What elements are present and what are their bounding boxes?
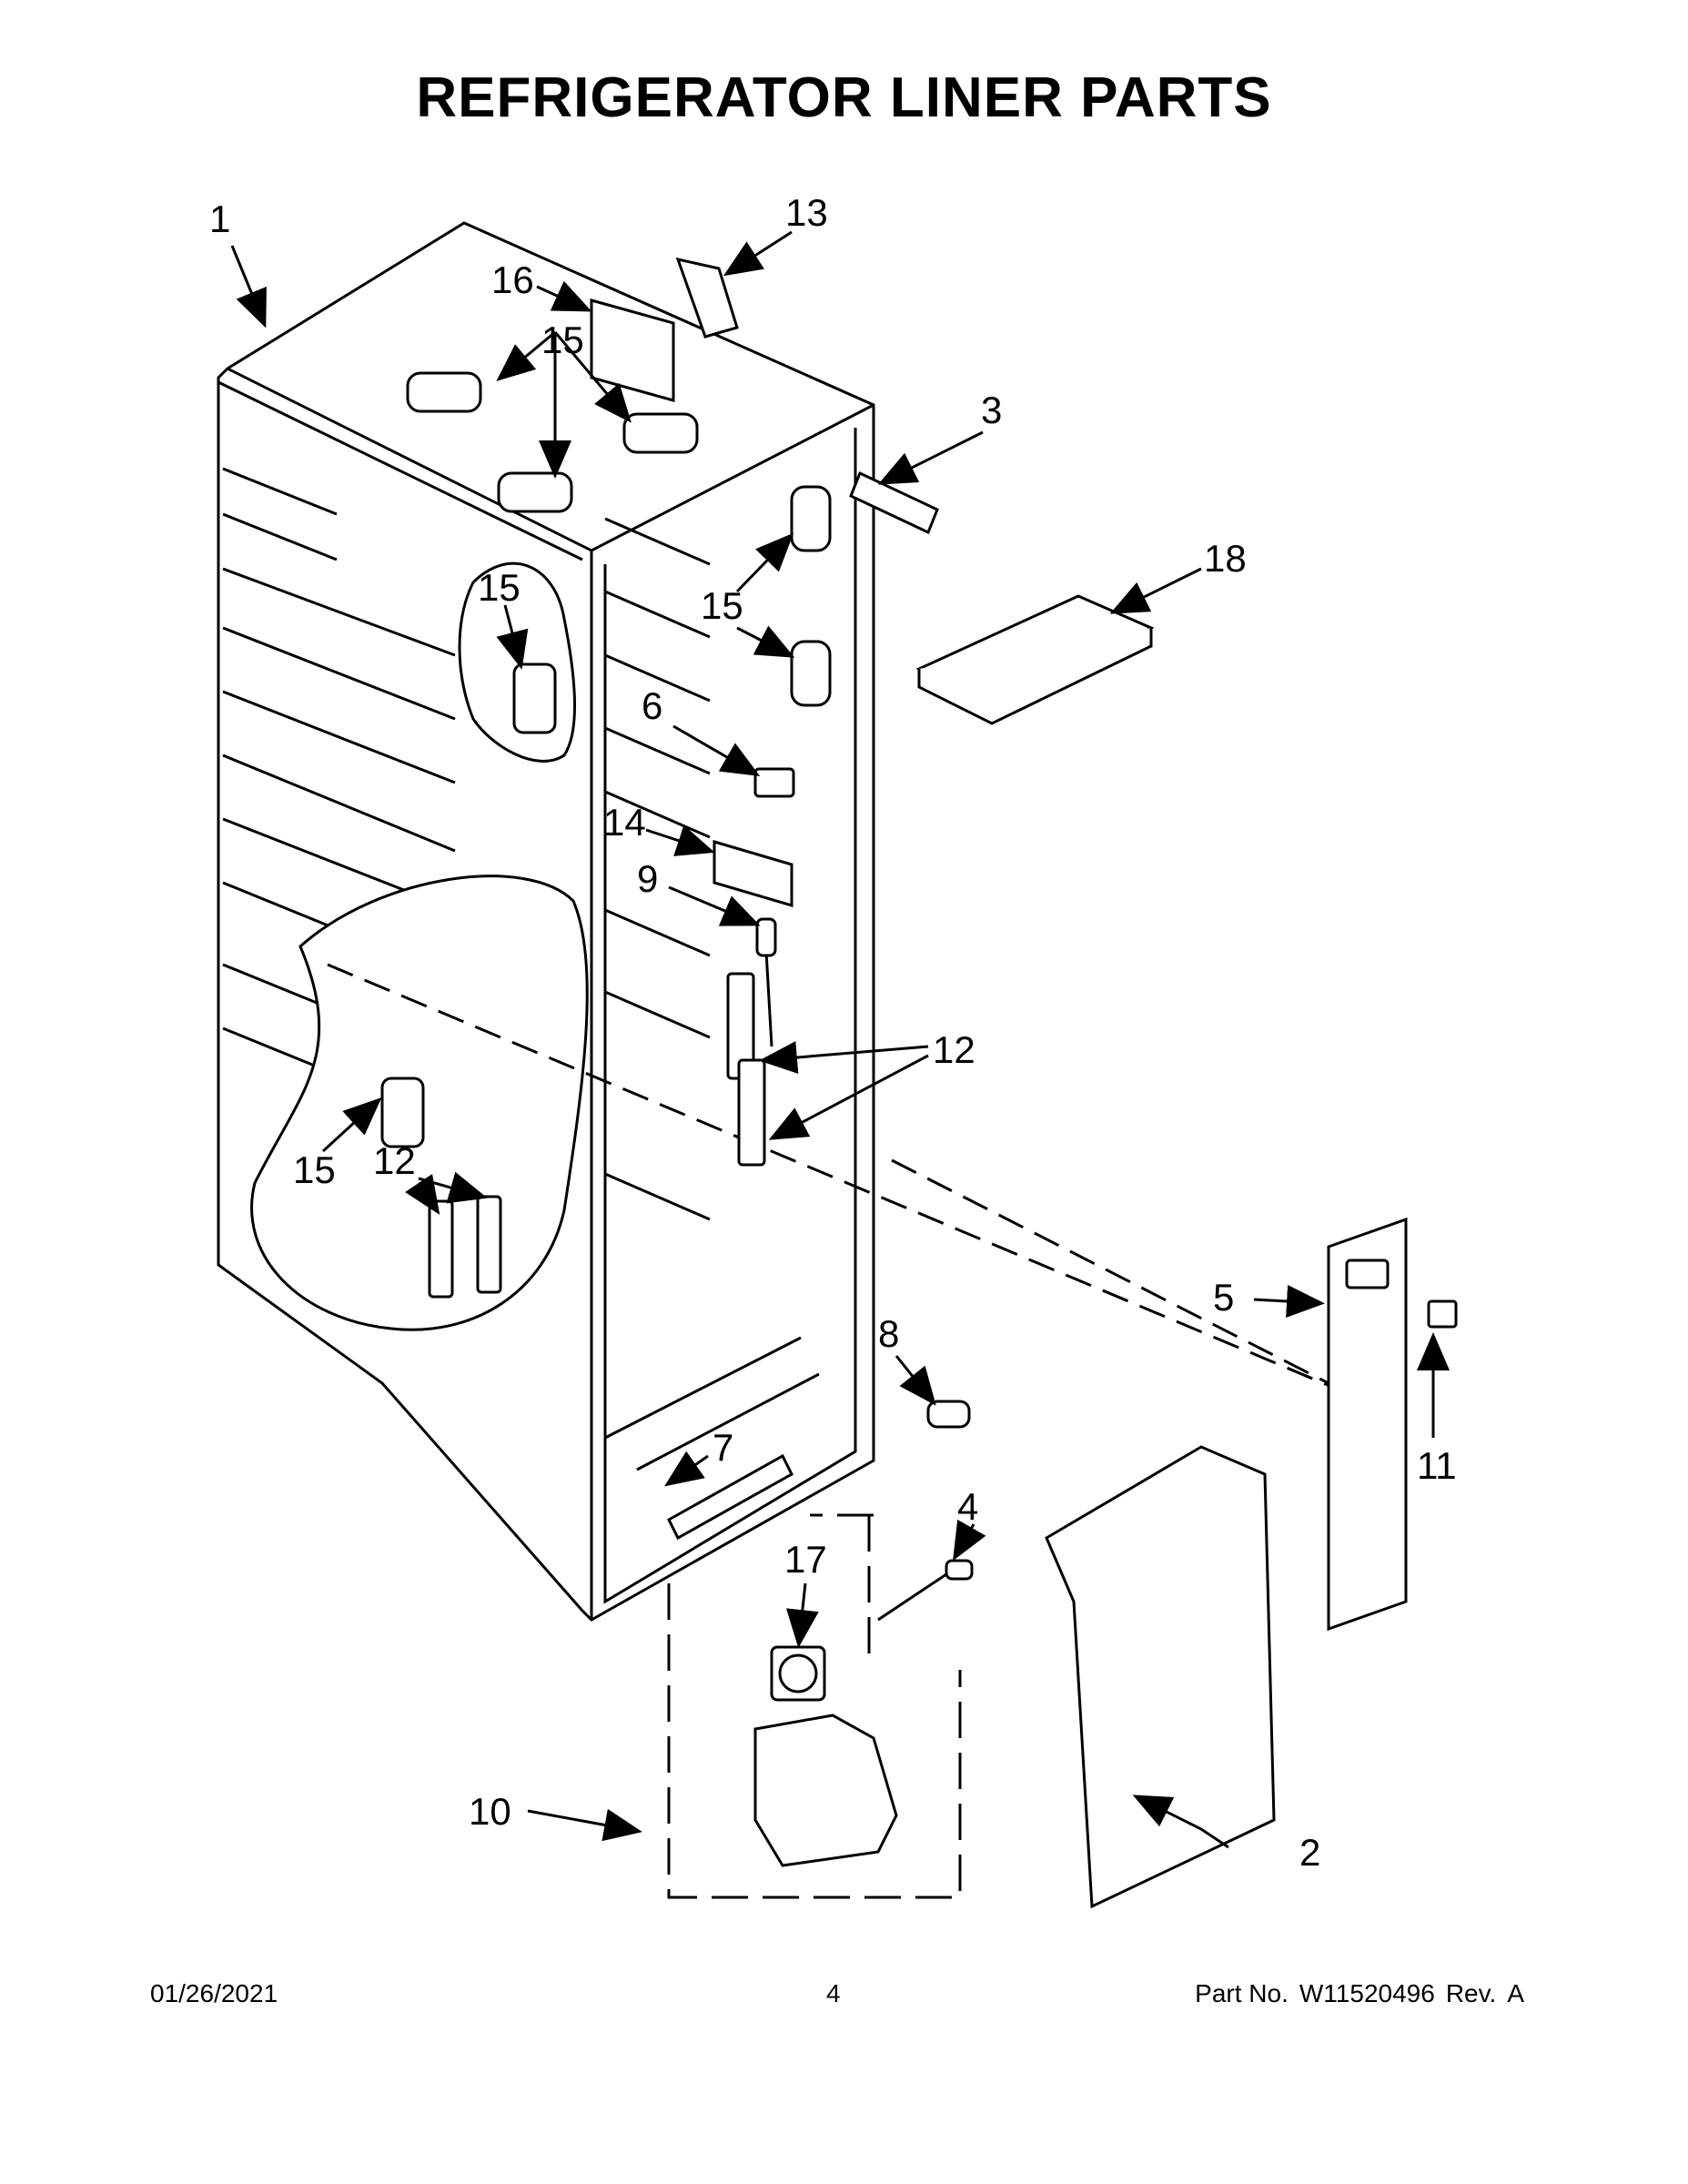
part-10-fan-assembly-group <box>667 1513 962 1899</box>
callout-3: 3 <box>981 389 1002 431</box>
callout-8: 8 <box>878 1312 899 1355</box>
callout-12-inner: 12 <box>373 1139 416 1182</box>
callout-6: 6 <box>642 684 662 727</box>
footer-date: 01/26/2021 <box>150 1979 278 2007</box>
callout-18: 18 <box>1204 537 1247 580</box>
footer-page-number: 4 <box>826 1979 841 2007</box>
callout-2: 2 <box>1299 1831 1320 1874</box>
part-11-connector <box>1427 1299 1458 1329</box>
revision: A <box>1507 1979 1524 2007</box>
part-7-defrost-heater <box>667 1453 793 1541</box>
callout-16: 16 <box>491 258 534 301</box>
callout-15-upper: 15 <box>478 566 521 609</box>
part-15-sensors-side <box>380 485 832 1148</box>
callout-1: 1 <box>209 197 230 240</box>
callout-15-lower: 15 <box>293 1148 336 1191</box>
part-5-panel <box>1327 1217 1408 1632</box>
part-15-sensors-top <box>406 371 699 513</box>
part-number-label: Part No. <box>1195 1979 1289 2007</box>
callout-4: 4 <box>957 1485 978 1528</box>
part-14-housing <box>713 839 793 908</box>
callout-15-side: 15 <box>701 584 743 627</box>
callout-10: 10 <box>469 1790 511 1833</box>
part-number: W11520496 <box>1299 1979 1435 2007</box>
leader-arrows <box>230 230 1450 1849</box>
part-18-control-board <box>915 594 1155 725</box>
page-title: REFRIGERATOR LINER PARTS <box>416 66 1272 129</box>
part-6-switch <box>753 767 795 798</box>
revision-label: Rev. <box>1445 1979 1497 2007</box>
callout-17: 17 <box>784 1538 827 1581</box>
callouts: 1 2 3 4 5 6 7 8 9 10 11 12 12 13 14 15 1… <box>209 191 1457 1874</box>
footer-part-info: Part No. W11520496 Rev. A <box>1184 1979 1524 2008</box>
callout-7: 7 <box>713 1426 733 1469</box>
callout-11: 11 <box>1417 1444 1457 1487</box>
part-9-thermistor <box>755 917 777 1047</box>
part-13-bracket <box>675 257 739 339</box>
part-8-connector <box>926 1400 971 1429</box>
liner-cabinet <box>217 221 1357 1622</box>
part-16-cover <box>590 298 675 402</box>
callout-13: 13 <box>785 191 828 234</box>
part-12-lights <box>428 972 766 1299</box>
callout-9: 9 <box>637 857 658 900</box>
callout-5: 5 <box>1213 1276 1234 1319</box>
part-4-thermistor <box>877 1559 974 1622</box>
part-17-fan <box>770 1645 826 1702</box>
part-2-evaporator-cover <box>1045 1445 1276 1909</box>
callout-12-side: 12 <box>933 1028 975 1071</box>
part-3-filter <box>849 470 939 535</box>
callout-14: 14 <box>603 801 646 844</box>
